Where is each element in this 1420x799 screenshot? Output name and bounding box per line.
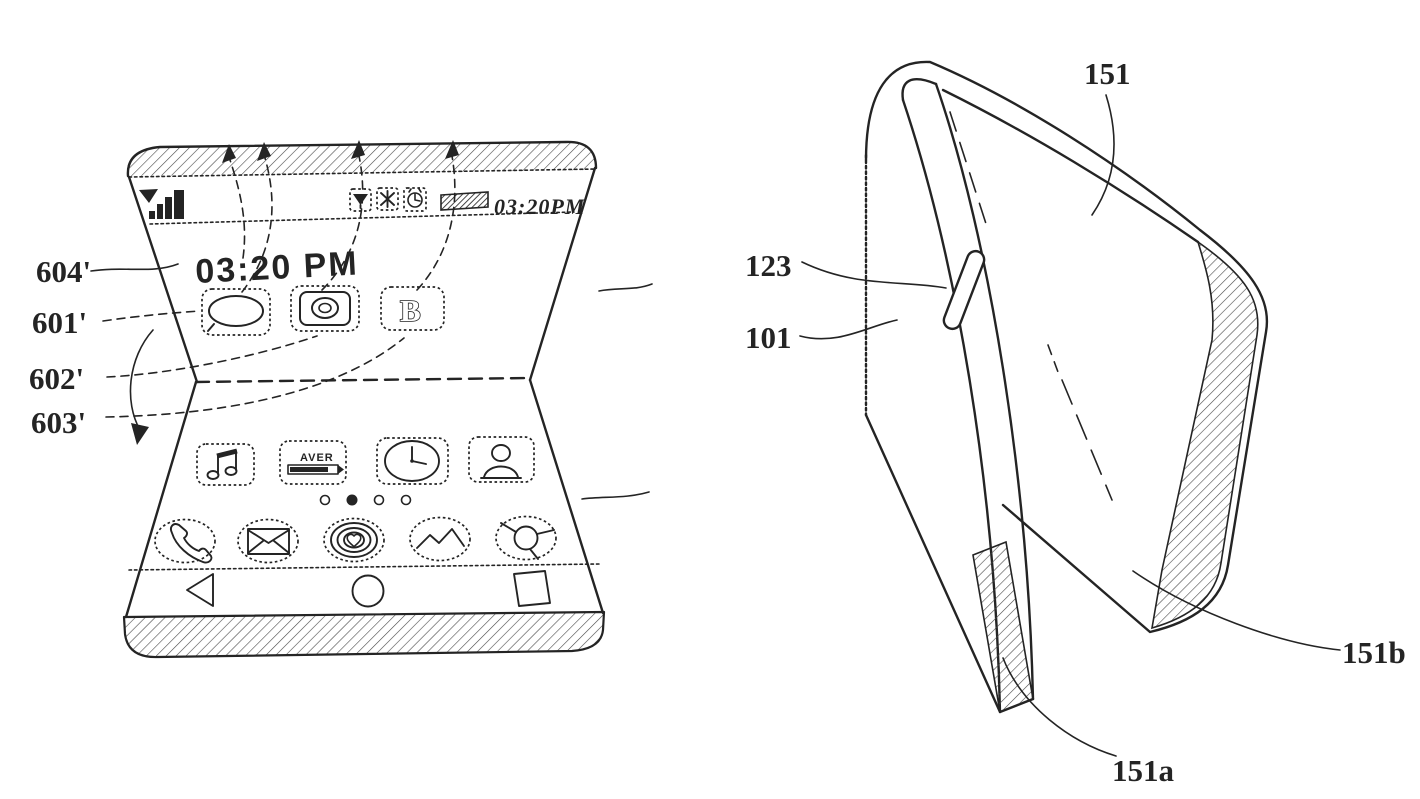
dock-row: [154, 515, 557, 564]
bottom-edge-band: [122, 610, 606, 659]
signal-strength-icon: [139, 189, 184, 219]
page-dots: [319, 494, 412, 506]
message-bubble-icon: [201, 288, 271, 336]
browser-letter: B: [400, 293, 421, 328]
side-button: [942, 249, 986, 331]
browser-globe-icon: [495, 515, 557, 561]
gallery-icon: [409, 516, 471, 562]
apps-heart-icon: [323, 517, 385, 563]
right-annotations: 151 123 101 151a 151b: [745, 56, 1406, 788]
status-bar: 03:20PM: [139, 187, 586, 225]
ref-label-603: 603': [31, 405, 86, 440]
camera-icon: [290, 285, 360, 332]
lower-app-row: AVER: [196, 436, 535, 486]
lower-deck-left-edge: [124, 380, 198, 619]
reflection-lines: [949, 111, 1113, 501]
mail-icon: [237, 518, 299, 564]
music-icon: [196, 443, 255, 486]
hinge-strip-apex: [901, 78, 938, 102]
fold-direction-arrow: [129, 329, 154, 445]
right-edge-band-151b: [1150, 240, 1259, 630]
fold-line: [194, 376, 533, 384]
recents-icon: [513, 570, 551, 607]
upper-flap-right-edge: [528, 166, 597, 382]
inner-top-edge: [941, 88, 1200, 244]
lower-deck-right-edge: [528, 378, 605, 615]
leader-151a: [1002, 657, 1117, 757]
leader-stub-lower: [581, 491, 650, 500]
screen-clock-text: 03:20 PM: [194, 244, 359, 290]
upper-screen: 03:20 PM B: [194, 244, 445, 336]
leader-123: [801, 261, 947, 289]
wifi-icon: [349, 188, 372, 212]
motion-arrows: [222, 140, 459, 293]
back-icon: [186, 573, 214, 607]
ref-label-151a: 151a: [1112, 753, 1175, 788]
ref-label-604: 604': [36, 254, 91, 289]
nav-bar: [186, 570, 551, 608]
phone-icon: [154, 518, 216, 564]
folded-outer-outline: [864, 60, 1269, 634]
media-player-label: AVER: [300, 452, 334, 464]
bluetooth-icon: [376, 187, 399, 211]
leader-603: [105, 337, 405, 418]
leader-stub-upper: [598, 283, 653, 292]
hinge-strip-right: [934, 82, 1035, 701]
upper-flap-left-edge: [127, 175, 199, 384]
ref-label-123: 123: [745, 248, 792, 283]
bottom-edge-strip-151a: [972, 540, 1034, 714]
figure-folded-phone: 151 123 101 151a 151b: [745, 56, 1406, 788]
leader-151: [1091, 94, 1115, 216]
alarm-icon: [403, 187, 427, 212]
ref-label-151: 151: [1084, 56, 1131, 91]
contacts-icon: [468, 436, 535, 483]
media-player-icon: AVER: [279, 440, 347, 485]
ref-label-601: 601': [32, 305, 87, 340]
leader-602: [106, 335, 318, 378]
clock-icon: [376, 437, 449, 485]
top-edge-band: [126, 140, 598, 178]
nav-divider: [128, 563, 600, 571]
home-icon: [351, 574, 385, 608]
browser-b-icon: B: [380, 286, 445, 331]
battery-icon: [440, 191, 489, 211]
leader-604: [90, 263, 179, 272]
ref-label-151b: 151b: [1342, 635, 1406, 670]
left-annotations: 604' 601' 602' 603': [29, 140, 653, 500]
status-bar-time: 03:20PM: [494, 194, 586, 219]
leader-151b: [1132, 570, 1341, 651]
leader-101: [799, 319, 898, 340]
page-dot-active: [346, 494, 358, 506]
ref-label-602: 602': [29, 361, 84, 396]
leader-601: [102, 310, 201, 322]
figure-open-phone: 03:20PM 03:20 PM B: [29, 140, 653, 659]
ref-label-101: 101: [745, 320, 792, 355]
